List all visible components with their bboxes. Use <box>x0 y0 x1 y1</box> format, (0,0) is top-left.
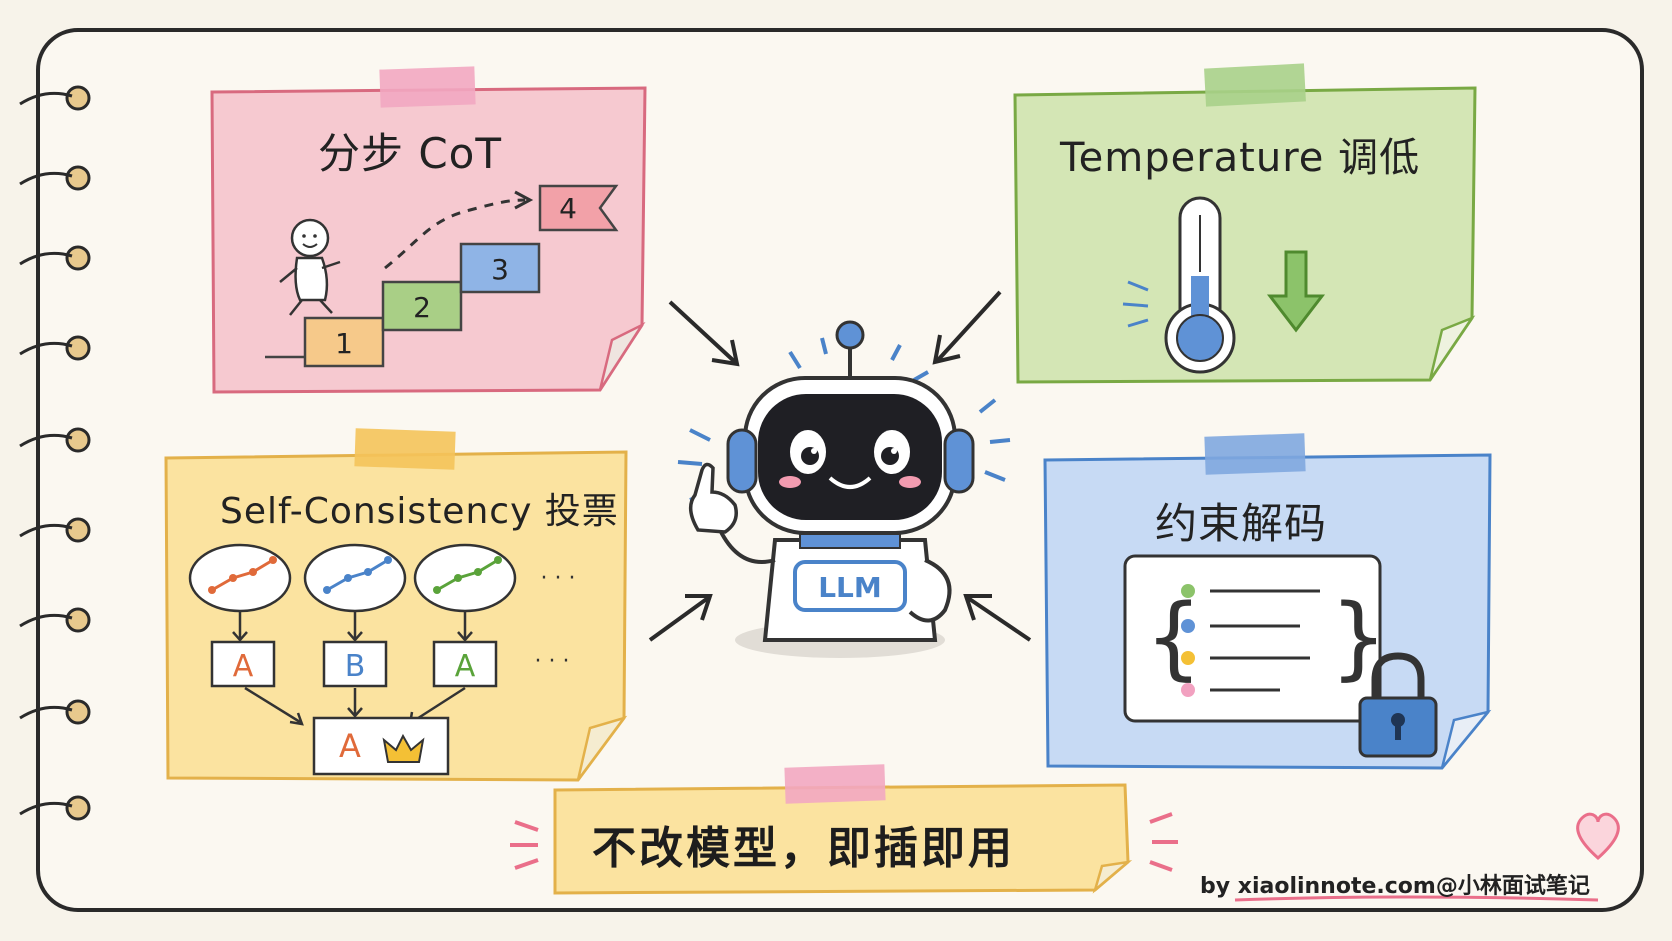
headphone-left <box>726 428 758 494</box>
format-list <box>1181 584 1320 697</box>
reasoning-bubble-1 <box>188 543 292 613</box>
answer-box-1 <box>210 640 276 688</box>
step-1-label: 1 <box>335 327 353 360</box>
bottom-banner <box>510 764 1178 895</box>
tape-pink <box>379 66 476 108</box>
reasoning-bubble-2 <box>303 543 407 613</box>
final-answer-label: A <box>339 727 361 765</box>
constrained-decoding-note: { } <box>1043 433 1492 770</box>
llm-badge-label: LLM <box>818 571 882 604</box>
cot-note: 1 2 3 4 <box>210 66 647 394</box>
self-consistency-title: Self-Consistency 投票 <box>220 491 619 532</box>
answer-box-3 <box>432 640 498 688</box>
tape-green <box>1204 63 1306 107</box>
tape-yellow <box>354 428 456 470</box>
pointing-hand-icon <box>688 462 738 534</box>
tape-blue <box>1204 433 1306 475</box>
arrows-to-robot <box>648 290 1032 642</box>
answer-box-2 <box>322 640 388 688</box>
self-consistency-note: A B A · · · · · · A <box>164 428 628 782</box>
credit-text: by xiaolinnote.com@小林面试笔记 <box>1200 874 1590 899</box>
spiral-binding <box>65 85 91 821</box>
temperature-note <box>1013 63 1477 384</box>
banner-text: 不改模型，即插即用 <box>592 823 1015 874</box>
lock-icon <box>1358 652 1438 758</box>
ellipsis-bottom: · · · <box>535 649 570 674</box>
llm-badge <box>793 560 907 612</box>
step-3-label: 3 <box>491 253 509 286</box>
stick-figure-icon <box>279 218 341 316</box>
answer-label-3: A <box>455 649 476 684</box>
step-4-label: 4 <box>559 192 577 225</box>
down-arrow-icon <box>1266 250 1326 333</box>
step-4-flag <box>538 184 619 232</box>
temperature-title: Temperature 调低 <box>1060 135 1421 181</box>
answer-label-1: A <box>233 649 254 684</box>
answer-label-2: B <box>345 649 366 684</box>
ellipsis-top: · · · <box>541 566 576 591</box>
step-2-label: 2 <box>413 291 431 324</box>
thermometer-icon <box>1164 196 1236 374</box>
final-answer-box <box>312 716 450 776</box>
reasoning-bubble-3 <box>413 543 517 613</box>
step-3-box <box>459 242 541 294</box>
step-2-box <box>381 280 463 332</box>
tape-pink-bottom <box>784 764 886 804</box>
llm-robot: LLM <box>677 320 1011 658</box>
left-brace: { <box>1145 585 1202 690</box>
antenna-icon <box>835 320 865 350</box>
heart-icon <box>1576 812 1620 861</box>
constrained-decoding-title: 约束解码 <box>1155 499 1328 548</box>
step-1-box <box>303 316 385 368</box>
headphone-right <box>943 428 975 494</box>
cot-title: 分步 CoT <box>318 129 503 178</box>
crown-icon <box>382 733 425 763</box>
